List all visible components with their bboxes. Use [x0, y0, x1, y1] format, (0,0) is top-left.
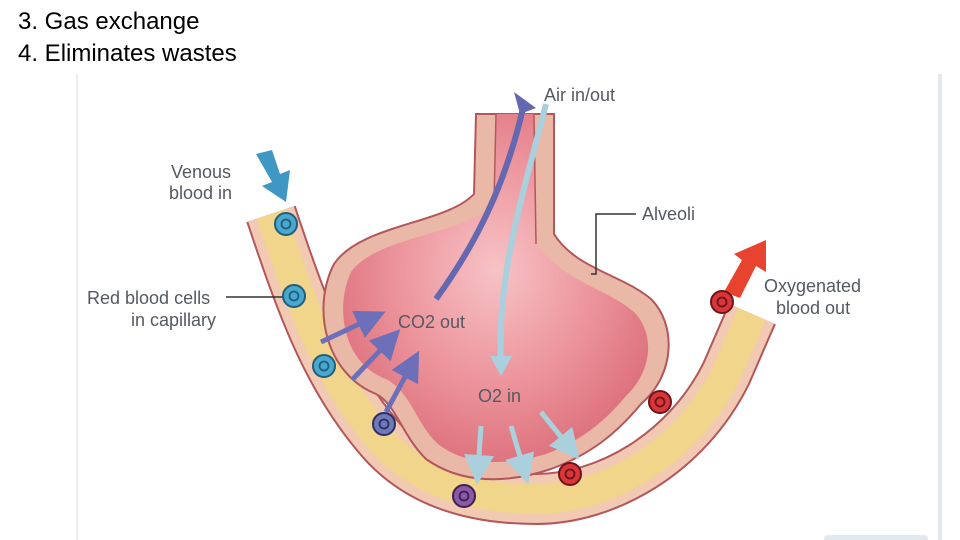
- o2-arrow-2: [505, 425, 535, 485]
- blood-cell: [710, 290, 734, 314]
- red-blood-cells: [274, 212, 734, 508]
- label-venous-line2: blood in: [169, 183, 232, 203]
- frame-edge: [938, 74, 942, 540]
- air-out-arrowhead: [514, 92, 536, 114]
- label-oxygenated-line1: Oxygenated: [764, 276, 861, 296]
- slide-bullets: 3. Gas exchange 4. Eliminates wastes: [18, 6, 237, 70]
- blood-cell: [312, 354, 336, 378]
- o2-in-arrowhead: [490, 356, 512, 376]
- capillary-lumen: [256, 209, 766, 515]
- label-co2-out: CO2 out: [398, 312, 465, 332]
- blood-cell: [648, 390, 672, 414]
- o2-arrow-3: [539, 410, 580, 460]
- label-rbc-line2: in capillary: [131, 310, 216, 330]
- alveoli-pointer: [591, 213, 636, 275]
- venous-arrow: [256, 150, 290, 202]
- blood-cell: [274, 212, 298, 236]
- blood-cell: [282, 284, 306, 308]
- co2-arrow-2: [350, 329, 401, 382]
- alveolus-diagram-svg: Air in/out Venous blood in Alveoli Red b…: [76, 74, 942, 540]
- o2-arrow-1: [464, 425, 494, 485]
- blood-cell: [452, 484, 476, 508]
- alveolus-lumen: [343, 114, 649, 463]
- frame-edge-left: [76, 74, 78, 540]
- label-alveoli: Alveoli: [642, 204, 695, 224]
- co2-arrow-3: [383, 350, 420, 414]
- label-rbc-line1: Red blood cells: [87, 288, 210, 308]
- label-venous-line1: Venous: [171, 162, 231, 182]
- blood-cell: [372, 412, 396, 436]
- co2-arrow-1: [319, 310, 386, 345]
- alveolus-diagram: Air in/out Venous blood in Alveoli Red b…: [76, 74, 946, 540]
- airway-wall-lines: [493, 113, 537, 245]
- label-oxygenated-line2: blood out: [776, 298, 850, 318]
- label-o2-in: O2 in: [478, 386, 521, 406]
- air-out-arrow: [433, 103, 527, 301]
- o2-in-arrow: [497, 103, 549, 365]
- bullet-gas-exchange: 3. Gas exchange: [18, 8, 200, 35]
- bullet-eliminates-wastes: 4. Eliminates wastes: [18, 40, 237, 67]
- oxygenated-arrow: [724, 240, 766, 298]
- bottom-tab: [824, 535, 928, 540]
- blood-cell: [558, 462, 582, 486]
- label-air-in-out: Air in/out: [544, 85, 615, 105]
